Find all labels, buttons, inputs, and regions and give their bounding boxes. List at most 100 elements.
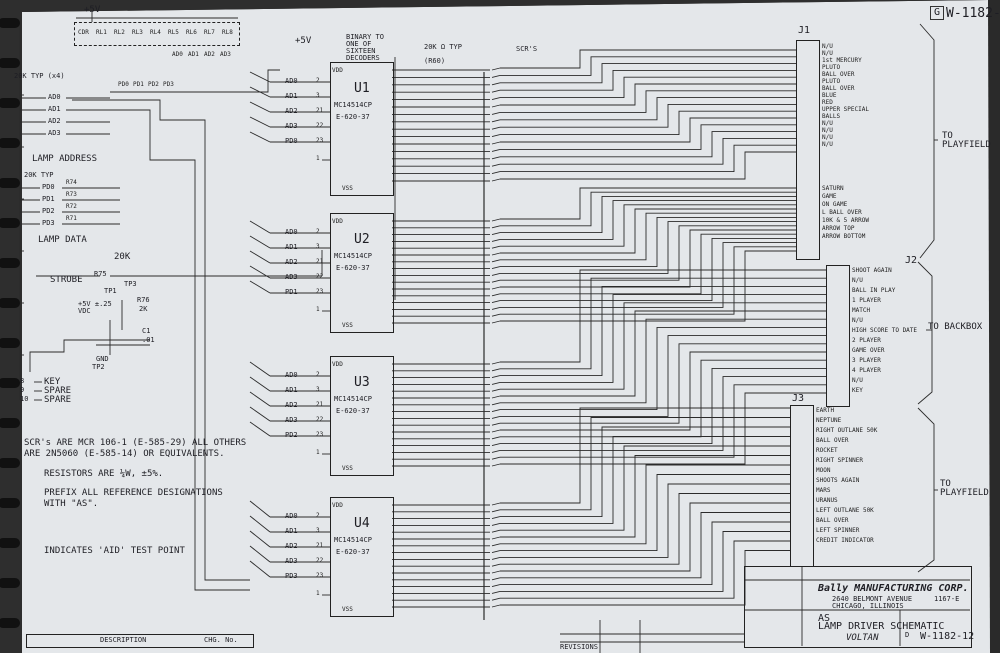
binding-ring <box>0 98 20 108</box>
resistor-pack-label: RL6 <box>186 29 197 36</box>
wire <box>560 69 796 91</box>
wire <box>249 131 271 143</box>
wire <box>491 156 501 160</box>
j3-name: J3 <box>792 393 805 404</box>
lamp-address-line: AD1 <box>48 105 61 113</box>
wire <box>560 436 790 524</box>
wire <box>491 320 501 324</box>
binding-ring <box>0 618 20 628</box>
wire <box>560 445 790 531</box>
lamp-data-title: LAMP DATA <box>38 235 87 245</box>
j3-dest: TO PLAYFIELD <box>940 479 989 498</box>
decoder-name: U2 <box>354 232 370 247</box>
wire <box>560 195 796 234</box>
decoder-input-label: AD3 <box>285 416 298 424</box>
j2-lamp-label: 3 PLAYER <box>852 357 881 364</box>
wire <box>491 388 501 392</box>
wire <box>491 178 501 182</box>
wire <box>249 250 271 264</box>
j1-lamp-label: RED <box>822 99 833 106</box>
wire <box>491 266 501 270</box>
wire <box>491 313 501 317</box>
j3-lamp-label: RIGHT OUTLANE 50K <box>816 427 878 434</box>
wire <box>249 265 271 279</box>
decoder-input-label: AD2 <box>285 258 298 266</box>
wire <box>491 272 501 276</box>
decoder-name: U1 <box>354 81 370 96</box>
decoder-input-pin: 22 <box>316 122 324 129</box>
decoder-input-pin: 21 <box>316 107 324 114</box>
wire <box>491 279 501 283</box>
tp2-label: TP2 <box>92 363 105 371</box>
j2-lamp-label: MATCH <box>852 307 871 314</box>
wire <box>491 259 501 263</box>
note-prefix-1: PREFIX ALL REFERENCE DESIGNATIONS <box>44 488 223 498</box>
connector-j1 <box>796 40 820 260</box>
wire <box>560 302 826 390</box>
wire <box>560 63 796 84</box>
j1-lamp-label: BALLS <box>822 113 841 120</box>
wire <box>560 417 790 511</box>
wire <box>491 449 501 453</box>
sheet-number: W-1182-12 <box>946 6 1000 21</box>
binding-ring <box>0 458 20 468</box>
wire <box>560 242 796 308</box>
lamp-data-resistor: R73 <box>66 191 77 198</box>
decoder-input-pin: 2 <box>316 512 320 519</box>
binding-ring <box>0 538 20 548</box>
resistor-pack-label: RL3 <box>132 29 143 36</box>
wire <box>491 556 501 560</box>
decoder-input-pin: 22 <box>316 557 324 564</box>
j2-lamp-label: N/U <box>852 277 863 284</box>
wire <box>491 89 501 93</box>
ref-number: 1167-E <box>934 595 960 603</box>
wire <box>29 339 150 372</box>
decoder-input-pin: 3 <box>316 92 320 99</box>
decoder-input-label: AD3 <box>285 122 298 130</box>
binding-ring <box>0 418 20 428</box>
decoder-input-label: AD1 <box>285 92 298 100</box>
resistor-pack-output: PD0 <box>118 81 129 88</box>
decoder-vdd-label: VDD <box>332 218 343 225</box>
strobe-value: 20K <box>114 252 131 262</box>
wire <box>249 500 271 518</box>
j1-lamp-label: ON GAME <box>822 201 848 208</box>
j1-lamp-label: UPPER SPECIAL <box>822 106 869 113</box>
company-address: 2640 BELMONT AVENUE CHICAGO, ILLINOIS <box>832 595 913 610</box>
wire <box>491 402 501 406</box>
wire <box>72 99 250 581</box>
connector-j3 <box>790 405 814 567</box>
resistor-pack-label: RL4 <box>150 29 161 36</box>
lamp-data-resistor: R72 <box>66 203 77 210</box>
binding-ring <box>0 298 20 308</box>
wire <box>491 134 501 138</box>
wire <box>560 540 790 599</box>
wire <box>560 246 796 315</box>
wire <box>560 455 790 538</box>
j1-lamp-label: SATURN <box>822 185 844 192</box>
lamp-address-title: LAMP ADDRESS <box>32 154 98 164</box>
decoder-input-label: AD1 <box>285 527 298 535</box>
lamp-data-line: PD2 <box>42 207 55 215</box>
j1-lamp-label: N/U <box>822 120 833 127</box>
resistor-typ: 20K Ω TYP <box>424 43 462 51</box>
wire <box>491 67 501 71</box>
decoder-input-label: PD2 <box>285 431 298 439</box>
j2-lamp-label: N/U <box>852 317 863 324</box>
j1-lamp-label: PLUTO <box>822 78 841 85</box>
resistor-pack-label: CDR <box>78 29 89 36</box>
wire <box>249 376 271 392</box>
resistor-pack-output: PD3 <box>163 81 174 88</box>
wire <box>491 529 501 533</box>
tp1-label: TP1 <box>104 287 117 295</box>
scr-header: SCR'S <box>516 45 538 53</box>
wire <box>560 474 790 552</box>
binding-ring <box>0 58 20 68</box>
decoder-code: E-620-37 <box>336 407 370 415</box>
wire <box>249 220 271 234</box>
wire <box>491 443 501 447</box>
decoder-header: BINARY TO ONE OF SIXTEEN DECODERS <box>346 33 384 62</box>
wire <box>96 109 250 591</box>
wire <box>491 415 501 419</box>
